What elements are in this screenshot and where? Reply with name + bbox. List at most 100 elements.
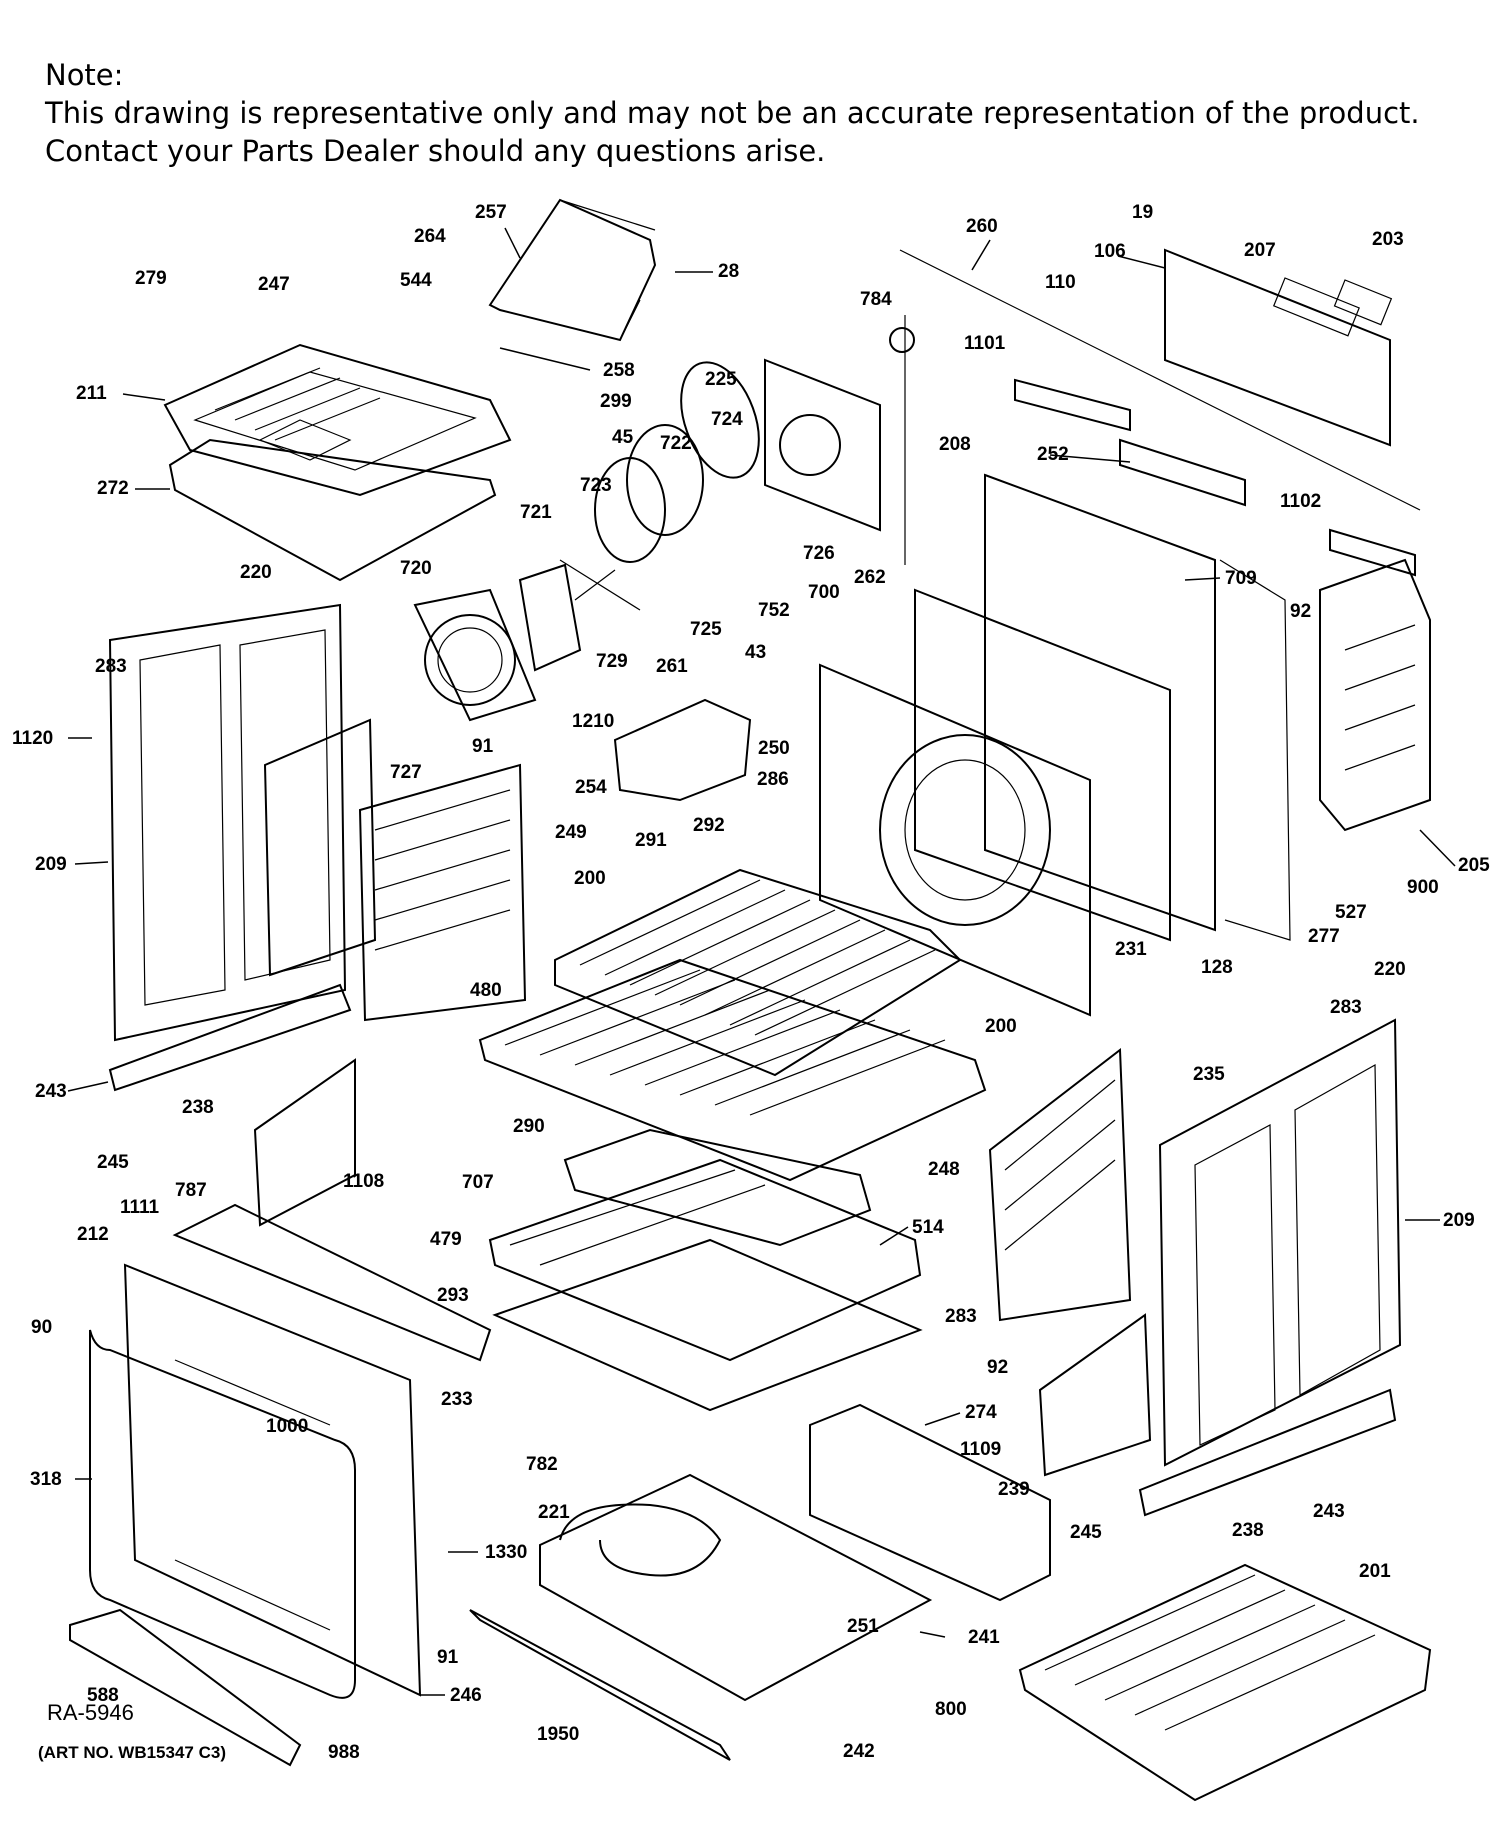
drawer-front-frame xyxy=(89,1263,422,1699)
label-1330: 1330 xyxy=(485,1542,527,1563)
label-900: 900 xyxy=(1407,877,1439,898)
label-205: 205 xyxy=(1458,855,1490,876)
label-43: 43 xyxy=(745,642,766,663)
label-544: 544 xyxy=(400,270,432,291)
right-side-panel xyxy=(1138,1018,1402,1517)
label-45: 45 xyxy=(612,427,634,448)
label-239: 239 xyxy=(998,1479,1030,1500)
label-800: 800 xyxy=(935,1699,967,1720)
left-side-panel xyxy=(108,603,347,1042)
diagram-reference: RA-5946 xyxy=(47,1700,134,1725)
label-264: 264 xyxy=(414,226,446,247)
label-249: 249 xyxy=(555,822,587,843)
note-heading: Note: xyxy=(45,58,124,92)
leader-lines xyxy=(67,227,1456,1696)
label-248: 248 xyxy=(928,1159,960,1180)
label-260: 260 xyxy=(966,216,998,237)
label-203: 203 xyxy=(1372,229,1404,250)
label-258: 258 xyxy=(603,360,635,381)
label-200: 200 xyxy=(985,1016,1017,1037)
label-1210: 1210 xyxy=(572,711,614,732)
label-1120: 1120 xyxy=(12,728,53,749)
label-110: 110 xyxy=(1045,272,1076,293)
label-787: 787 xyxy=(175,1180,207,1201)
lower-insulation-plate xyxy=(492,1238,923,1412)
note-block: Note: This drawing is representative onl… xyxy=(45,56,1420,170)
oven-bottom xyxy=(469,1473,933,1761)
label-1000: 1000 xyxy=(266,1416,308,1437)
label-290: 290 xyxy=(513,1116,545,1137)
convection-fan-assembly xyxy=(413,315,915,722)
label-283: 283 xyxy=(945,1306,977,1327)
label-241: 241 xyxy=(968,1627,1000,1648)
kick-plate xyxy=(69,1608,302,1767)
label-279: 279 xyxy=(135,268,167,289)
label-724: 724 xyxy=(711,409,743,430)
storage-drawer xyxy=(1018,1563,1432,1802)
label-514: 514 xyxy=(912,1217,944,1238)
label-245: 245 xyxy=(1070,1522,1102,1543)
label-90: 90 xyxy=(31,1317,52,1338)
lower-back-panel xyxy=(172,1203,1051,1602)
label-220: 220 xyxy=(1374,959,1406,980)
label-479: 479 xyxy=(430,1229,462,1250)
label-200: 200 xyxy=(574,868,606,889)
oven-rack-lower xyxy=(478,958,987,1182)
label-91: 91 xyxy=(472,736,494,757)
vent-plate xyxy=(488,198,657,342)
right-side-heater xyxy=(988,1048,1152,1477)
side-insulation xyxy=(263,718,527,1022)
label-28: 28 xyxy=(718,261,739,282)
label-221: 221 xyxy=(538,1502,570,1523)
label-727: 727 xyxy=(390,762,422,783)
label-318: 318 xyxy=(30,1469,62,1490)
label-782: 782 xyxy=(526,1454,558,1475)
label-220: 220 xyxy=(240,562,272,583)
label-242: 242 xyxy=(843,1741,875,1762)
label-211: 211 xyxy=(76,383,107,404)
label-1950: 1950 xyxy=(537,1724,579,1745)
label-726: 726 xyxy=(803,543,835,564)
note-line-1: This drawing is representative only and … xyxy=(45,96,1420,130)
label-784: 784 xyxy=(860,289,892,310)
label-246: 246 xyxy=(450,1685,482,1706)
label-233: 233 xyxy=(441,1389,473,1410)
label-257: 257 xyxy=(475,202,507,223)
label-92: 92 xyxy=(1290,601,1311,622)
label-250: 250 xyxy=(758,738,790,759)
label-722: 722 xyxy=(660,433,692,454)
label-19: 19 xyxy=(1132,202,1153,223)
label-588: 588 xyxy=(87,1685,119,1706)
label-725: 725 xyxy=(690,619,722,640)
label-1102: 1102 xyxy=(1280,491,1321,512)
label-243: 243 xyxy=(35,1081,67,1102)
label-245: 245 xyxy=(97,1152,129,1173)
label-231: 231 xyxy=(1115,939,1147,960)
label-988: 988 xyxy=(328,1742,360,1763)
label-212: 212 xyxy=(77,1224,109,1245)
label-243: 243 xyxy=(1313,1501,1345,1522)
insulation-block xyxy=(613,698,752,802)
art-number: (ART NO. WB15347 C3) xyxy=(38,1743,226,1762)
label-208: 208 xyxy=(939,434,971,455)
label-283: 283 xyxy=(1330,997,1362,1018)
label-1101: 1101 xyxy=(964,333,1006,354)
label-1111: 1111 xyxy=(120,1197,160,1218)
label-721: 721 xyxy=(520,502,552,523)
note-line-2: Contact your Parts Dealer should any que… xyxy=(45,134,826,168)
label-106: 106 xyxy=(1094,241,1126,262)
label-723: 723 xyxy=(580,475,612,496)
label-247: 247 xyxy=(258,274,290,295)
label-209: 209 xyxy=(1443,1210,1475,1231)
label-261: 261 xyxy=(656,656,688,677)
rear-control-housing xyxy=(899,248,1421,577)
label-201: 201 xyxy=(1359,1561,1391,1582)
oven-rack-upper xyxy=(554,868,962,1077)
label-251: 251 xyxy=(847,1616,879,1637)
label-274: 274 xyxy=(965,1402,997,1423)
label-709: 709 xyxy=(1225,568,1257,589)
label-299: 299 xyxy=(600,391,632,412)
label-235: 235 xyxy=(1193,1064,1225,1085)
label-262: 262 xyxy=(854,567,886,588)
